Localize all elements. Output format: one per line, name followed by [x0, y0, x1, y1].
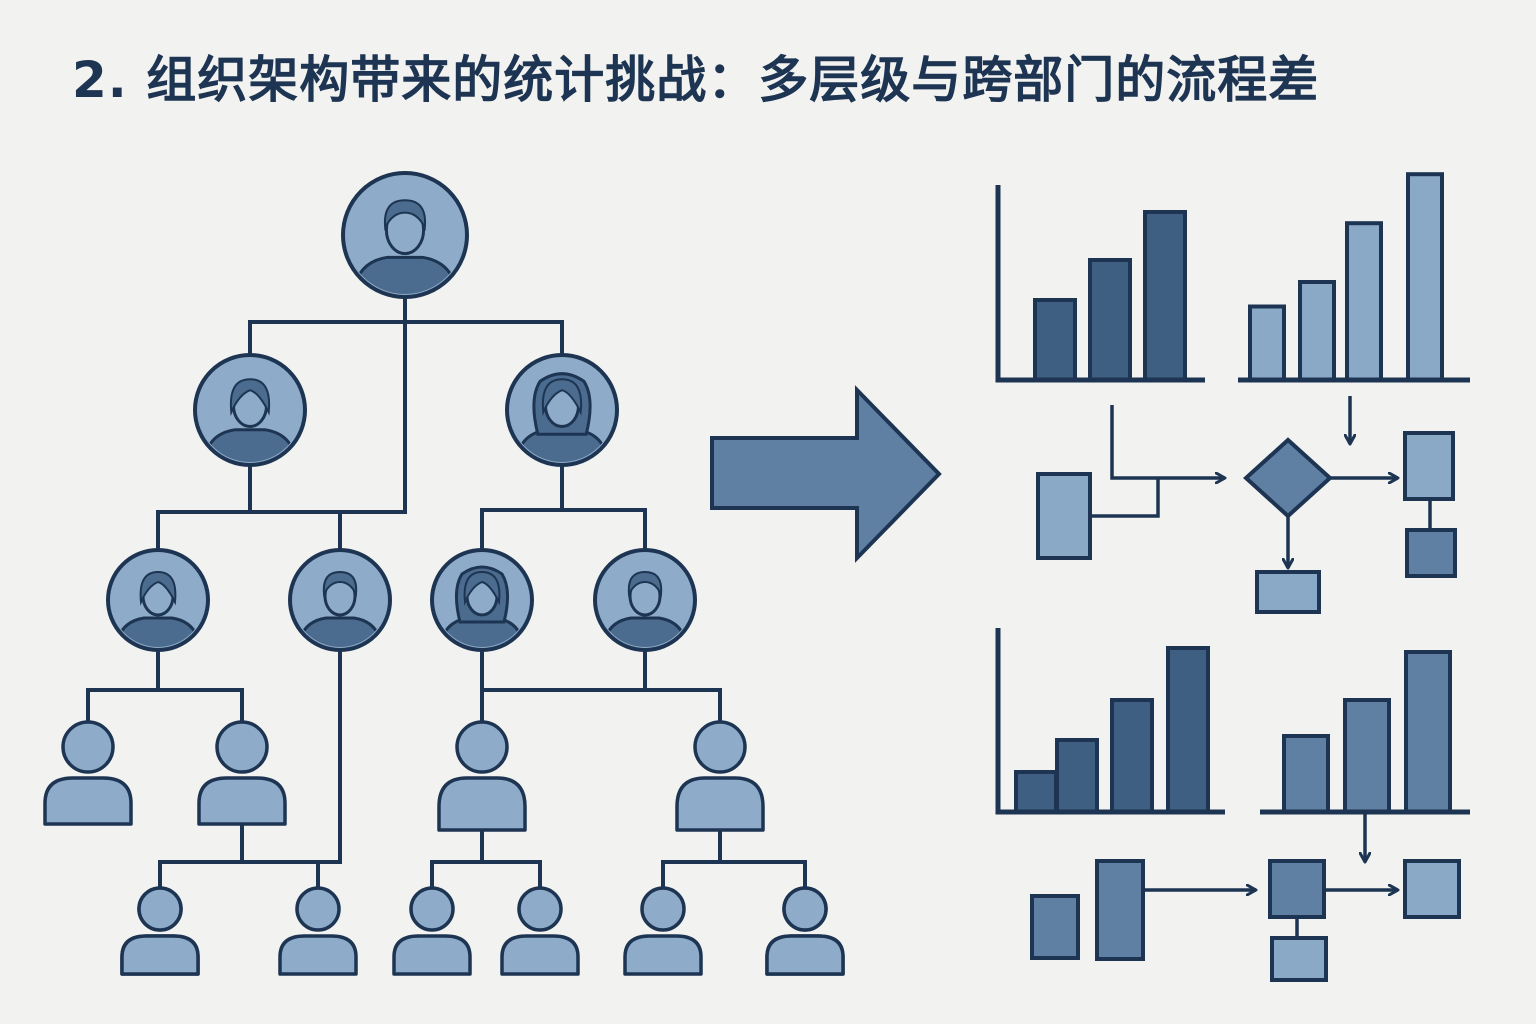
avatar-hair — [139, 570, 177, 606]
bottom-left-bar-chart — [995, 628, 1225, 815]
person-head — [409, 886, 455, 932]
top-right-bar-chart — [1238, 172, 1470, 383]
bar — [1143, 210, 1187, 382]
org-connector-junior-left — [158, 860, 320, 890]
person-head — [137, 886, 183, 932]
lead-4-avatar-icon — [593, 548, 697, 652]
bar — [1282, 734, 1330, 814]
department-panels — [995, 172, 1470, 982]
bar — [1248, 304, 1286, 382]
org-connector-right-branch — [480, 508, 647, 552]
bar-box — [1030, 894, 1080, 960]
lead-1-avatar-icon — [106, 548, 210, 652]
executive-avatar-icon — [341, 171, 469, 299]
bar — [1166, 646, 1210, 814]
person-body — [392, 934, 472, 976]
org-connector-junior-right — [661, 860, 807, 890]
bottom-flowchart — [1030, 812, 1461, 982]
person-head — [782, 886, 828, 932]
person-head — [215, 720, 269, 774]
avatar-hair — [627, 570, 663, 598]
chart-axis — [995, 628, 1225, 815]
staff-3-person-icon — [437, 720, 527, 832]
arrow-right-icon — [710, 385, 942, 563]
person-body — [278, 934, 358, 976]
org-connector-left-branch — [156, 510, 405, 552]
bar — [1033, 298, 1077, 382]
person-body — [500, 934, 580, 976]
bar — [1014, 770, 1058, 814]
org-connector-level1 — [248, 320, 564, 357]
process-box — [1268, 859, 1326, 919]
avatar-hair — [541, 378, 583, 417]
bar — [1343, 698, 1391, 814]
bottom-right-bar-chart — [1260, 650, 1470, 815]
junior-5-person-icon — [623, 886, 703, 976]
bar — [1406, 172, 1444, 382]
lead-3-avatar-icon — [430, 548, 534, 652]
bar — [1110, 698, 1154, 814]
bar — [1088, 258, 1132, 382]
person-body — [623, 934, 703, 976]
manager-right-avatar-icon — [505, 353, 619, 467]
transition-arrow — [710, 385, 942, 563]
junior-7-person-icon — [120, 886, 200, 976]
lead-2-avatar-icon — [288, 548, 392, 652]
bar — [1404, 650, 1452, 814]
avatar-body — [351, 255, 459, 294]
org-connector-lead-staff-right — [480, 688, 722, 724]
person-head — [693, 720, 747, 774]
process-box — [1270, 936, 1328, 982]
bar-box — [1095, 859, 1145, 961]
junior-4-person-icon — [500, 886, 580, 976]
avatar-body — [114, 616, 202, 647]
org-connector-lead1-staff — [86, 688, 244, 724]
top-flowchart — [1036, 396, 1457, 614]
bar — [1055, 738, 1099, 814]
bar — [1298, 280, 1336, 382]
bar — [1345, 221, 1383, 382]
chart-axis — [995, 185, 1205, 383]
process-box — [1405, 528, 1457, 578]
flow-connector-arrow — [1110, 405, 1225, 478]
person-head — [295, 886, 341, 932]
staff-2-person-icon — [197, 720, 287, 826]
page-title: 2. 组织架构带来的统计挑战：多层级与跨部门的流程差 — [72, 51, 1320, 109]
person-body — [437, 776, 527, 832]
manager-left-avatar-icon — [193, 353, 307, 467]
avatar-hair — [322, 570, 358, 598]
junior-2-person-icon — [278, 886, 358, 976]
person-head — [640, 886, 686, 932]
junior-3-person-icon — [392, 886, 472, 976]
person-body — [675, 776, 765, 832]
junior-8-person-icon — [765, 886, 845, 976]
process-box — [1036, 472, 1092, 560]
org-connector-staff-join — [240, 820, 342, 864]
org-chart-connectors — [86, 288, 807, 890]
process-box — [1255, 570, 1321, 614]
top-left-bar-chart — [995, 185, 1205, 383]
person-head — [61, 720, 115, 774]
process-box — [1403, 859, 1461, 919]
person-body — [197, 776, 287, 826]
avatar-body — [601, 616, 689, 647]
flow-connector — [1090, 478, 1160, 518]
person-body — [765, 934, 845, 976]
person-head — [517, 886, 563, 932]
process-box — [1403, 431, 1455, 501]
decision-diamond — [1243, 437, 1333, 519]
person-head — [455, 720, 509, 774]
staff-1-person-icon — [43, 720, 133, 826]
person-body — [120, 934, 200, 976]
org-connector-junior-mid — [430, 860, 542, 890]
person-body — [43, 776, 133, 826]
avatar-hair — [383, 199, 427, 232]
avatar-hair — [463, 570, 501, 606]
staff-4-person-icon — [675, 720, 765, 832]
avatar-body — [296, 616, 384, 647]
avatar-body — [202, 428, 298, 462]
avatar-hair — [229, 378, 271, 417]
org-chart-nodes — [43, 171, 845, 976]
